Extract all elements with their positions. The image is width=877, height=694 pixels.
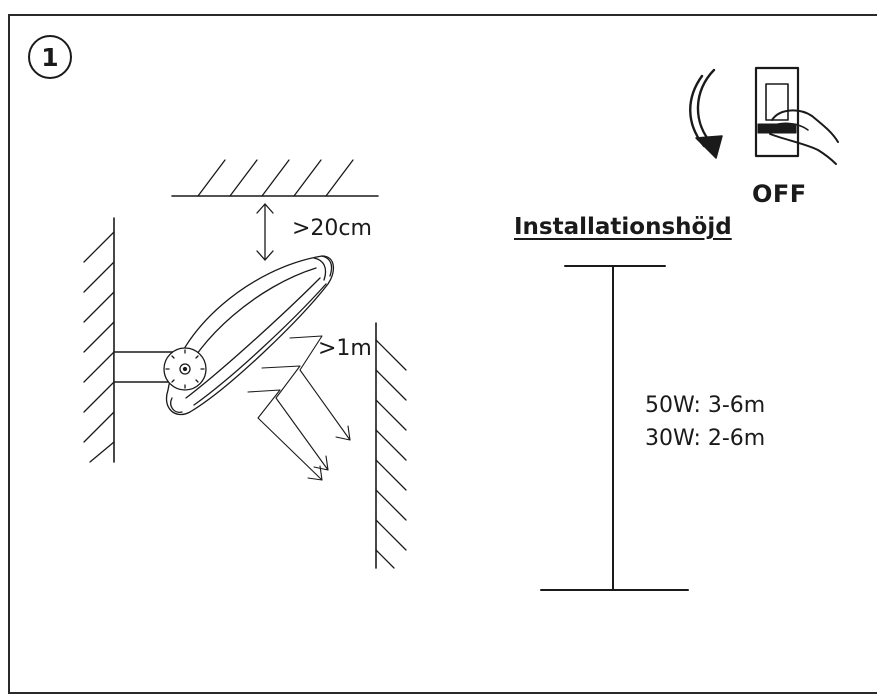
mounting-height-title: Installationshöjd bbox=[514, 214, 732, 240]
left-wall-hatch bbox=[83, 217, 115, 463]
right-wall-hatch bbox=[375, 322, 407, 569]
ceiling-hatch bbox=[171, 159, 379, 197]
light-beam-arrows bbox=[247, 335, 351, 481]
ceiling-clearance-arrow bbox=[256, 203, 274, 261]
mounting-height-scale bbox=[540, 265, 689, 591]
height-spec-50w: 50W: 3-6m bbox=[645, 393, 766, 418]
floodlight-luminaire bbox=[163, 255, 334, 416]
wall-switch-off-icon bbox=[689, 66, 839, 165]
switch-off-label: OFF bbox=[752, 180, 807, 208]
ceiling-clearance-label: >20cm bbox=[292, 216, 372, 241]
installation-drawing bbox=[83, 66, 839, 591]
height-spec-30w: 30W: 2-6m bbox=[645, 426, 766, 451]
front-clearance-label: >1m bbox=[318, 336, 372, 361]
step-number-badge: 1 bbox=[28, 35, 72, 79]
